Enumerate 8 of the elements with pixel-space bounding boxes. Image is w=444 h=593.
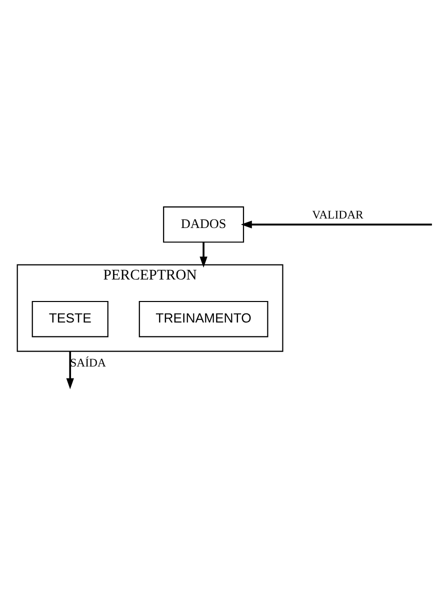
arrow [200, 242, 208, 268]
node-box: TESTE [32, 300, 108, 337]
arrow [240, 220, 432, 228]
arrow [66, 350, 74, 389]
edge-label: SAÍDA [70, 356, 106, 370]
node-box: DADOS [163, 206, 244, 242]
edge-label: VALIDAR [312, 208, 364, 222]
node-box: TREINAMENTO [138, 300, 268, 337]
